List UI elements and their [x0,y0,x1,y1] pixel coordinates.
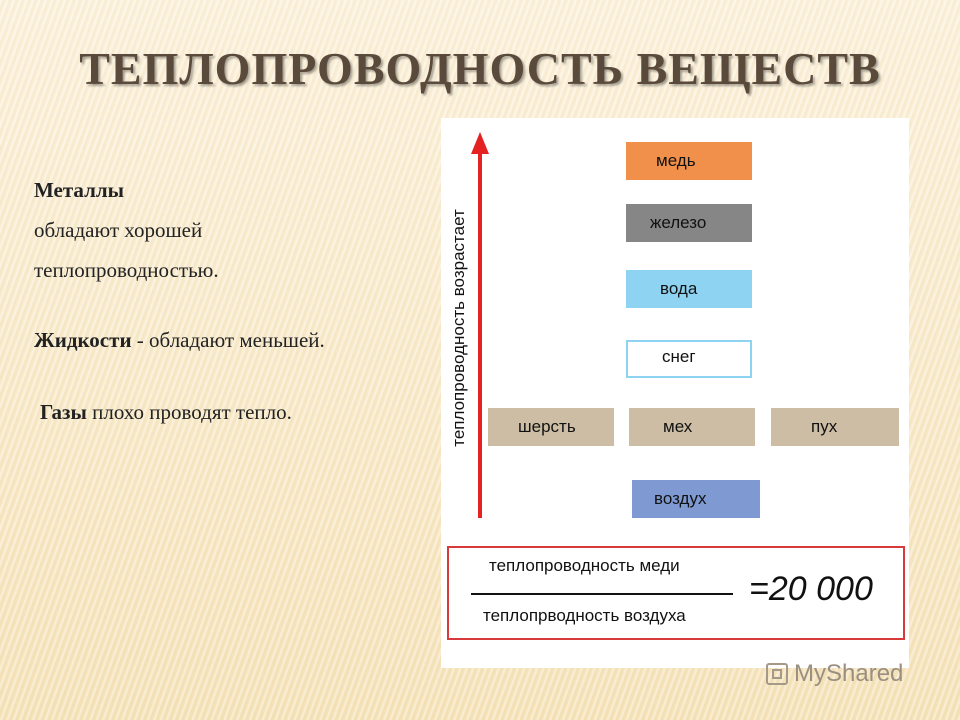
box-copper: медь [626,142,752,180]
axis-label: теплопроводность возрастает [449,209,468,447]
presentation-icon [766,663,788,685]
page-title: ТЕПЛОПРОВОДНОСТЬ ВЕЩЕСТВ [79,43,881,94]
arrow-up-icon [471,132,489,154]
metals-line-2: обладают хорошей [34,218,203,242]
diagram-panel: теплопроводность возрастает медь железо … [441,118,909,668]
gases-text: плохо проводят тепло. [86,400,292,424]
formula-denominator: теплопрводность воздуха [483,606,686,625]
gases-line: Газы плохо проводят тепло. [34,392,434,432]
box-down: пух [771,408,899,446]
box-fur: мех [629,408,755,446]
liquids-line: Жидкости - обладают меньшей. [34,320,434,360]
liquids-text: - обладают меньшей. [131,328,325,352]
metals-heading: Металлы [34,178,125,202]
formula-numerator: теплопроводность меди [489,556,680,575]
box-label: воздух [654,489,707,508]
box-snow: снег [626,340,752,378]
text-block: Металлы обладают хорошей теплопроводност… [34,170,434,432]
box-label: шерсть [518,417,576,436]
box-wool: шерсть [488,408,614,446]
watermark-text: MyShared [794,660,904,687]
box-label: вода [660,279,698,298]
fraction-line [471,593,733,595]
box-water: вода [626,270,752,308]
box-air: воздух [632,480,760,518]
liquids-heading: Жидкости [34,328,132,352]
box-label: снег [662,347,696,366]
box-label: мех [663,417,693,436]
metals-line-3: теплопроводностью. [34,258,219,282]
formula-box: теплопроводность меди теплопрводность во… [447,546,905,640]
box-iron: железо [626,204,752,242]
box-label: железо [650,213,707,232]
watermark: MyShared [766,660,903,688]
arrow-shaft [478,148,482,518]
box-label: пух [811,417,838,436]
box-label: медь [656,151,696,170]
formula-result: =20 000 [749,570,873,608]
gases-heading: Газы [40,400,87,424]
